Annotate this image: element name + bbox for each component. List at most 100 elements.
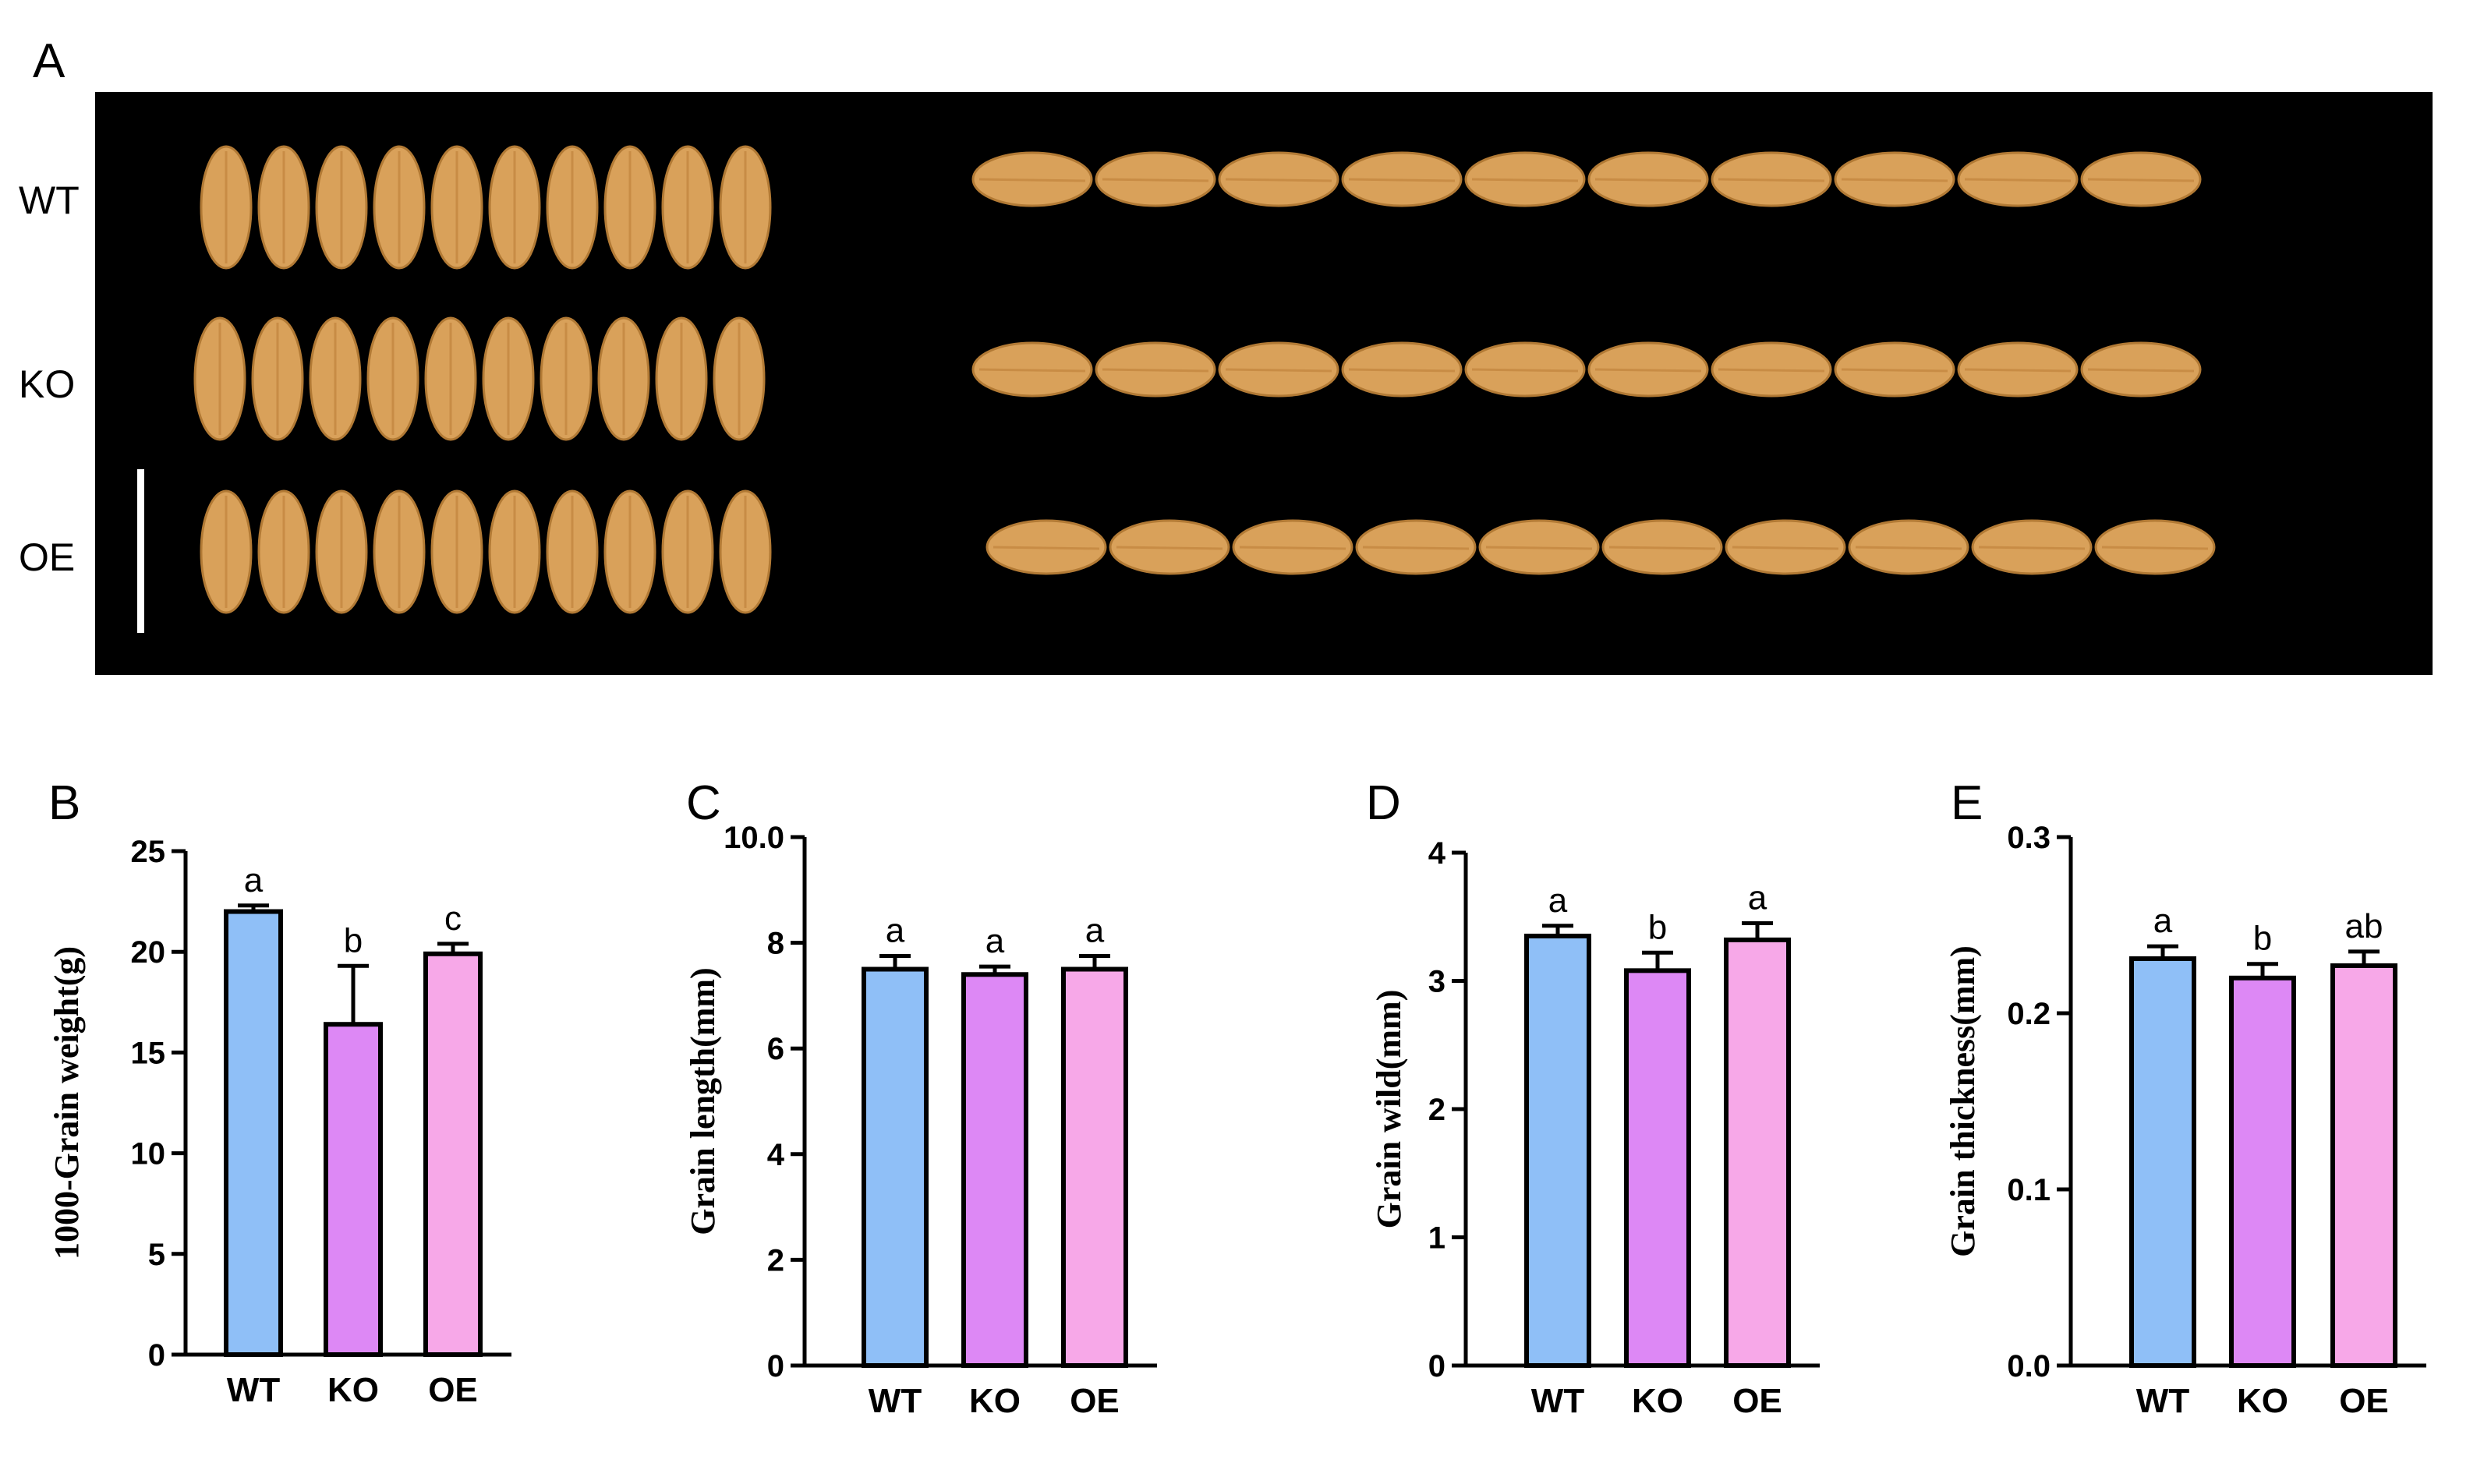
grain-crease — [1362, 546, 1470, 550]
y-tick-label: 2 — [1428, 1093, 1445, 1127]
bar-oe — [2330, 963, 2397, 1368]
grain-crease — [1855, 546, 1962, 550]
x-tick-label: WT — [1531, 1382, 1585, 1420]
grain-crease — [1471, 178, 1579, 182]
grain-crease — [1964, 368, 2072, 373]
y-tick-label: 0.3 — [2007, 821, 2051, 855]
bar-wt — [224, 909, 283, 1357]
bar-ko — [324, 1022, 383, 1357]
bar-oe — [1061, 966, 1128, 1368]
significance-label: c — [444, 899, 462, 938]
significance-label: ab — [2345, 907, 2383, 945]
grain-crease — [1978, 546, 2086, 550]
panel-letter-b: B — [48, 776, 81, 830]
x-tick-label: KO — [1632, 1382, 1683, 1420]
y-tick-label: 0.1 — [2007, 1173, 2051, 1207]
significance-label: a — [886, 912, 905, 950]
y-tick-label: 25 — [131, 835, 166, 869]
scale-bar — [137, 469, 144, 633]
x-tick-label: OE — [1732, 1382, 1782, 1420]
bar-oe — [1724, 937, 1791, 1368]
y-tick-label: 6 — [767, 1032, 784, 1066]
grain-crease — [1732, 546, 1839, 550]
grain-crease — [1225, 368, 1332, 373]
bar-ko — [961, 972, 1028, 1369]
x-tick-label: WT — [2136, 1382, 2190, 1420]
significance-label: a — [1548, 882, 1568, 920]
significance-label: b — [344, 921, 363, 959]
y-tick-label: 2 — [767, 1243, 784, 1277]
y-tick-label: 0.0 — [2007, 1349, 2051, 1383]
y-tick-label: 4 — [767, 1138, 785, 1172]
grain-crease — [1964, 178, 2072, 182]
grain-photo — [95, 92, 2433, 675]
x-tick-label: OE — [2339, 1382, 2389, 1420]
x-tick-label: KO — [969, 1382, 1021, 1420]
y-tick-label: 0.2 — [2007, 997, 2051, 1031]
panel-letter-c: C — [686, 776, 721, 830]
x-tick-label: KO — [327, 1371, 379, 1409]
panel-letter-d: D — [1366, 776, 1401, 830]
y-tick-label: 0 — [767, 1349, 784, 1383]
grain-crease — [1594, 178, 1702, 182]
y-axis-label: Grain length(mm) — [684, 967, 722, 1235]
bar-ko — [1624, 968, 1691, 1368]
row-label-oe: OE — [19, 535, 76, 579]
y-tick-label: 10.0 — [724, 821, 784, 855]
y-tick-label: 10 — [131, 1137, 166, 1171]
grain-crease — [1594, 368, 1702, 373]
y-tick-label: 20 — [131, 935, 166, 970]
bar-wt — [862, 966, 929, 1368]
grain-photo-canvas — [193, 145, 2216, 614]
grain-crease — [2087, 368, 2195, 373]
grain-crease — [1348, 368, 1456, 373]
y-tick-label: 3 — [1428, 965, 1445, 999]
significance-label: b — [1648, 908, 1667, 946]
grain-crease — [993, 546, 1100, 550]
grain-crease — [1718, 178, 1825, 182]
significance-label: a — [244, 861, 264, 899]
y-axis-label: 1000-Grain weight(g) — [48, 946, 86, 1260]
x-tick-label: WT — [869, 1382, 922, 1420]
bar-wt — [2129, 956, 2196, 1368]
x-tick-label: KO — [2237, 1382, 2288, 1420]
y-tick-label: 0 — [148, 1338, 165, 1373]
row-label-ko: KO — [19, 362, 76, 406]
grain-crease — [1841, 368, 1948, 373]
grain-crease — [1608, 546, 1716, 550]
grain-crease — [1718, 368, 1825, 373]
y-tick-label: 0 — [1428, 1349, 1445, 1383]
x-tick-label: WT — [227, 1371, 281, 1409]
significance-label: a — [1085, 912, 1105, 950]
panel-letter-a: A — [33, 34, 65, 88]
bar-wt — [1524, 933, 1591, 1369]
significance-label: a — [985, 922, 1005, 960]
y-axis-label: Grain thickness(mm) — [1944, 945, 1982, 1257]
grain-crease — [1471, 368, 1579, 373]
grain-crease — [1348, 178, 1456, 182]
significance-label: a — [2153, 902, 2173, 940]
grain-crease — [978, 368, 1086, 373]
significance-label: a — [1748, 878, 1767, 917]
y-tick-label: 1 — [1428, 1221, 1445, 1256]
y-tick-label: 8 — [767, 927, 784, 961]
bar-ko — [2229, 975, 2296, 1369]
grain-crease — [1225, 178, 1332, 182]
bar-oe — [423, 951, 483, 1358]
x-tick-label: OE — [1070, 1382, 1120, 1420]
y-axis-label: Grain wild(mm) — [1370, 990, 1408, 1229]
grain-crease — [978, 178, 1086, 182]
row-label-wt: WT — [19, 178, 80, 222]
y-tick-label: 15 — [131, 1036, 166, 1070]
significance-label: b — [2253, 920, 2272, 958]
grain-crease — [2101, 546, 2209, 550]
grain-crease — [1102, 368, 1209, 373]
grain-crease — [1485, 546, 1593, 550]
grain-crease — [1239, 546, 1346, 550]
grain-crease — [1102, 178, 1209, 182]
